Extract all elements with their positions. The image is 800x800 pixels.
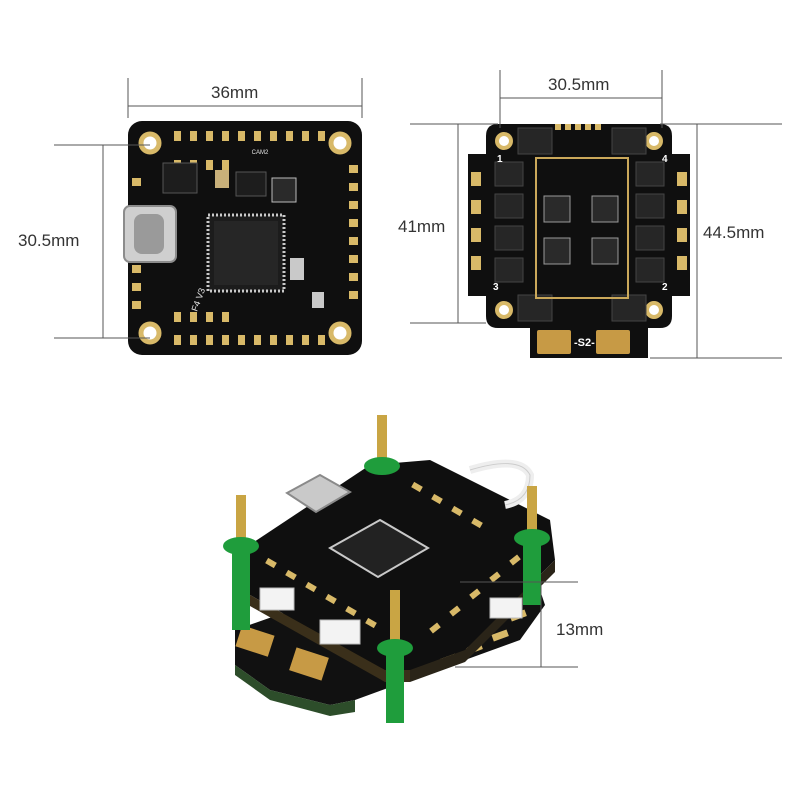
esc-mount-holes: [495, 132, 663, 319]
fc-dimension-lines: [54, 78, 363, 339]
mount-holes: [138, 131, 352, 345]
esc-height-inner-label: 41mm: [398, 217, 446, 236]
esc-pad-label: -S2-: [574, 337, 595, 349]
stack-fc-pads: [265, 481, 521, 634]
esc-mosfets: [494, 127, 665, 322]
fc-mount-label: 30.5mm: [18, 231, 80, 250]
esc-corner-2: 2: [662, 282, 668, 293]
bottom-pads: [174, 312, 325, 345]
stack-height-label: 13mm: [556, 620, 604, 639]
esc-power-pads: [537, 330, 630, 354]
fc-width-label: 36mm: [211, 83, 259, 102]
esc-mount-label: 30.5mm: [548, 75, 610, 94]
stack-mcu: [328, 518, 430, 579]
esc-board: 1 2 3 4 -S2-: [468, 124, 690, 358]
esc-center-area: [535, 157, 629, 299]
standoffs: [223, 415, 550, 723]
stack-assembly: [223, 415, 555, 723]
stack-dimension-lines: [455, 581, 578, 668]
side-pads: [132, 165, 358, 309]
fc-top-label: CAM2: [252, 150, 269, 156]
esc-corner-1: 1: [497, 154, 503, 165]
esc-motor-pads: [471, 124, 687, 270]
stack-esc-pads: [235, 625, 329, 681]
esc-height-outer-label: 44.5mm: [703, 223, 765, 242]
stack-usb-c: [285, 473, 352, 514]
esc-corner-3: 3: [493, 282, 499, 293]
esc-dimension-lines: [410, 70, 782, 359]
flight-controller-board: CAM2 F4 V3: [123, 121, 362, 355]
esc-corner-4: 4: [662, 154, 668, 165]
